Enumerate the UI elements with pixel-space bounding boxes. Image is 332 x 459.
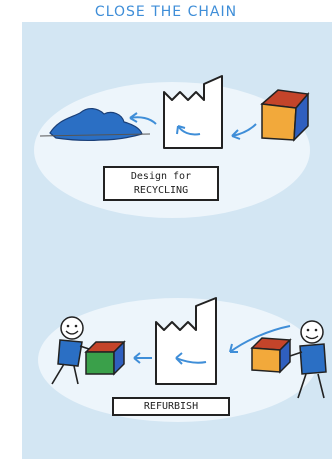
cube-icon [252, 338, 290, 372]
cube-icon [86, 342, 124, 374]
refurbish-label: REFURBISH [112, 397, 230, 416]
label-line-2: RECYCLING [105, 184, 217, 198]
cube-icon [262, 90, 308, 140]
label-line-1: Design for [105, 170, 217, 184]
design-for-recycling-label: Design for RECYCLING [103, 166, 219, 201]
